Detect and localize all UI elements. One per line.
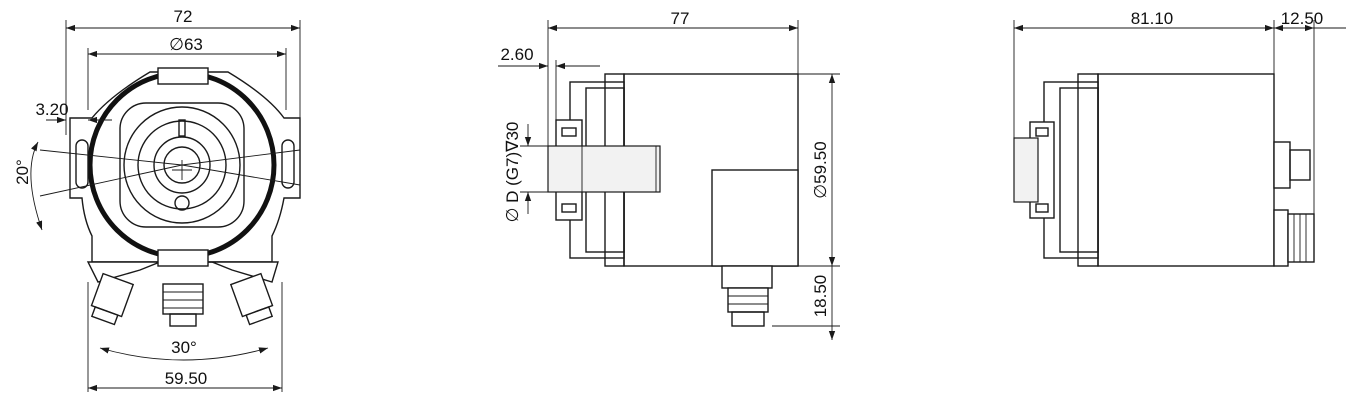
side-connector-box (711, 169, 799, 267)
front-width-label: 72 (174, 7, 193, 26)
front-hub-circle (137, 120, 227, 210)
front-view: 72 ∅63 3.20 20° 30° 59.50 (13, 7, 301, 392)
front-connector-left (90, 272, 135, 326)
side-view: 77 2.60 ∅ D (G7)∇30 ∅59.50 18.50 (498, 9, 840, 340)
front-connector-center (162, 283, 204, 327)
front-top-tab (157, 67, 209, 85)
rear-connector-label: 12.50 (1281, 9, 1324, 28)
rear-connector-top (1273, 141, 1311, 189)
side-diameter-label: ∅59.50 (811, 141, 830, 198)
left-mounting-slot (75, 139, 89, 189)
front-shaft-inner (163, 146, 201, 184)
rear-view: 81.10 12.50 (1013, 9, 1346, 267)
front-offset-label: 3.20 (35, 100, 68, 119)
front-flange-circle (123, 106, 241, 224)
side-connector-height-label: 18.50 (811, 275, 830, 318)
side-connector (721, 265, 773, 327)
front-housing (119, 102, 245, 228)
front-shaft-outer (153, 136, 211, 194)
side-shaft-label: ∅ D (G7)∇30 (503, 122, 522, 223)
front-connector-right (229, 272, 274, 326)
rear-connector-bottom (1273, 209, 1315, 267)
right-mounting-slot (281, 139, 295, 189)
side-length-label: 77 (671, 9, 690, 28)
front-angle-label: 20° (13, 159, 32, 185)
rear-main-body (1097, 73, 1275, 267)
front-bottom-tab (157, 249, 209, 267)
front-connector-angle-label: 30° (171, 338, 197, 357)
front-flange (69, 71, 301, 263)
side-shaft (547, 145, 661, 193)
rear-length-label: 81.10 (1131, 9, 1174, 28)
side-offset-label: 2.60 (500, 45, 533, 64)
front-diameter-label: ∅63 (169, 35, 203, 54)
front-bottom-width-label: 59.50 (165, 369, 208, 388)
